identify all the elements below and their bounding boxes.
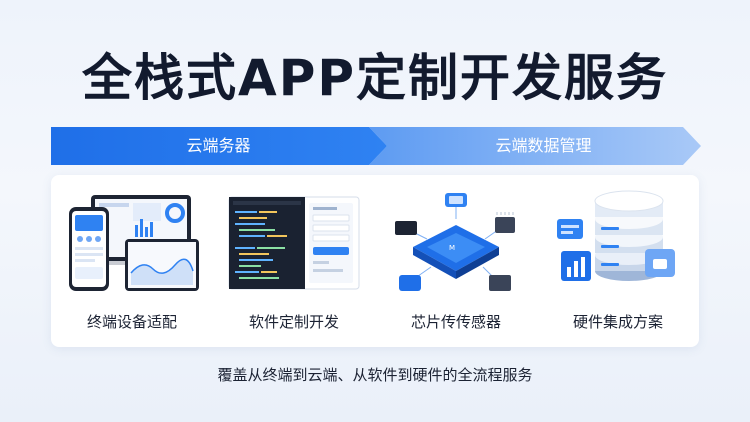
- card-terminal-adaptation[interactable]: 终端设备适配: [51, 175, 213, 347]
- page-title: 全栈式APP定制开发服务: [82, 49, 668, 107]
- card-label: 终端设备适配: [86, 313, 177, 331]
- stage-arrow-shape: [51, 127, 701, 165]
- stage-label-cloud-server: 云端务器: [186, 136, 251, 155]
- footer-tagline: 覆盖从终端到云端、从软件到硬件的全流程服务: [217, 366, 533, 384]
- chip-logo-text: M: [449, 244, 455, 252]
- card-label: 硬件集成方案: [572, 313, 663, 331]
- services-panel: 终端设备适配: [51, 175, 699, 347]
- code-editor-icon: [228, 196, 360, 290]
- server-stack-icon: [557, 190, 675, 281]
- card-chip-sensor[interactable]: M 芯片传传感器: [375, 175, 537, 347]
- card-label: 芯片传传感器: [410, 313, 501, 331]
- stage-label-cloud-data: 云端数据管理: [495, 136, 592, 155]
- card-label: 软件定制开发: [248, 313, 339, 331]
- card-hardware-integration[interactable]: 硬件集成方案: [537, 175, 699, 347]
- device-mockup-icon: [69, 195, 199, 291]
- card-software-development[interactable]: 软件定制开发: [213, 175, 375, 347]
- stage-arrow-bar: 云端务器 云端数据管理: [51, 127, 701, 165]
- chip-sensor-icon: M: [395, 193, 515, 291]
